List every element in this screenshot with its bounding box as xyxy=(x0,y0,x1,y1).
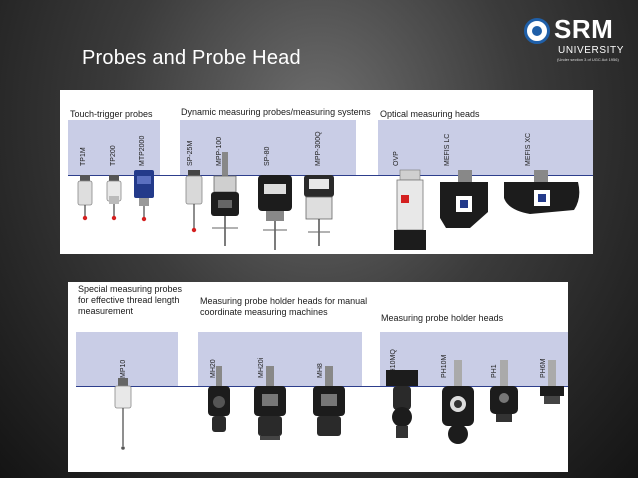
label-line: Measuring probe holder heads for manual xyxy=(200,296,368,306)
label-line: Special measuring probes xyxy=(78,284,183,294)
mh8-head-icon xyxy=(313,366,345,436)
touch-trigger-group-bg xyxy=(68,120,160,175)
srm-university-logo: SRM UNIVERSITY (Under section 3 of UGC A… xyxy=(524,14,624,66)
probe-heads-image-panel: Special measuring probes for effective t… xyxy=(68,282,568,472)
dynamic-measuring-group-bg xyxy=(180,120,356,175)
ovp-head-icon xyxy=(394,169,426,250)
group-label-holder-heads: Measuring probe holder heads xyxy=(381,313,504,323)
sp25m-probe-icon xyxy=(185,170,203,233)
mefis-lc-head-icon xyxy=(440,170,488,228)
group-label-optical-heads: Optical measuring heads xyxy=(380,109,480,119)
ph6m-head-icon xyxy=(540,360,564,404)
probes-image-panel: Touch-trigger probes Dynamic measuring p… xyxy=(60,90,593,254)
mtp2000-probe-icon xyxy=(134,170,154,222)
optical-heads-group-bg xyxy=(378,120,593,175)
mpp300q-probe-icon xyxy=(304,175,334,246)
logo-tagline: (Under section 3 of UGC Act 1956) xyxy=(557,57,619,62)
ph10m-head-icon xyxy=(442,360,474,444)
label-line: measurement xyxy=(78,306,134,316)
tp1m-probe-icon xyxy=(77,175,93,221)
label-line: for effective thread length xyxy=(78,295,180,305)
slide-title: Probes and Probe Head xyxy=(82,47,301,69)
mpp100-probe-icon xyxy=(211,152,239,246)
group-label-touch-trigger: Touch-trigger probes xyxy=(70,109,153,119)
sp80-probe-icon xyxy=(258,175,292,250)
tp200-probe-icon xyxy=(106,175,122,221)
logo-subtitle: UNIVERSITY xyxy=(558,45,625,56)
ph1-head-icon xyxy=(490,360,518,422)
group-label-manual-holder-heads: Measuring probe holder heads for manual … xyxy=(200,296,400,318)
manual-holder-heads-group-bg xyxy=(198,332,362,386)
group-label-dynamic-measuring: Dynamic measuring probes/measuring syste… xyxy=(181,107,371,117)
special-probes-group-bg xyxy=(76,332,178,386)
logo-name: SRM xyxy=(554,14,614,44)
group-label-special-probes: Special measuring probes for effective t… xyxy=(78,284,208,317)
university-seal-icon xyxy=(524,18,550,44)
mp10-probe-icon xyxy=(114,378,132,450)
label-line: coordinate measuring machines xyxy=(200,307,328,317)
ph10mq-head-icon xyxy=(386,370,418,438)
probe-illustrations xyxy=(77,152,580,250)
probe-head-illustrations xyxy=(114,360,564,450)
mh20i-head-icon xyxy=(254,366,286,440)
mefis-xc-head-icon xyxy=(504,170,580,214)
mh20-head-icon xyxy=(208,366,230,432)
